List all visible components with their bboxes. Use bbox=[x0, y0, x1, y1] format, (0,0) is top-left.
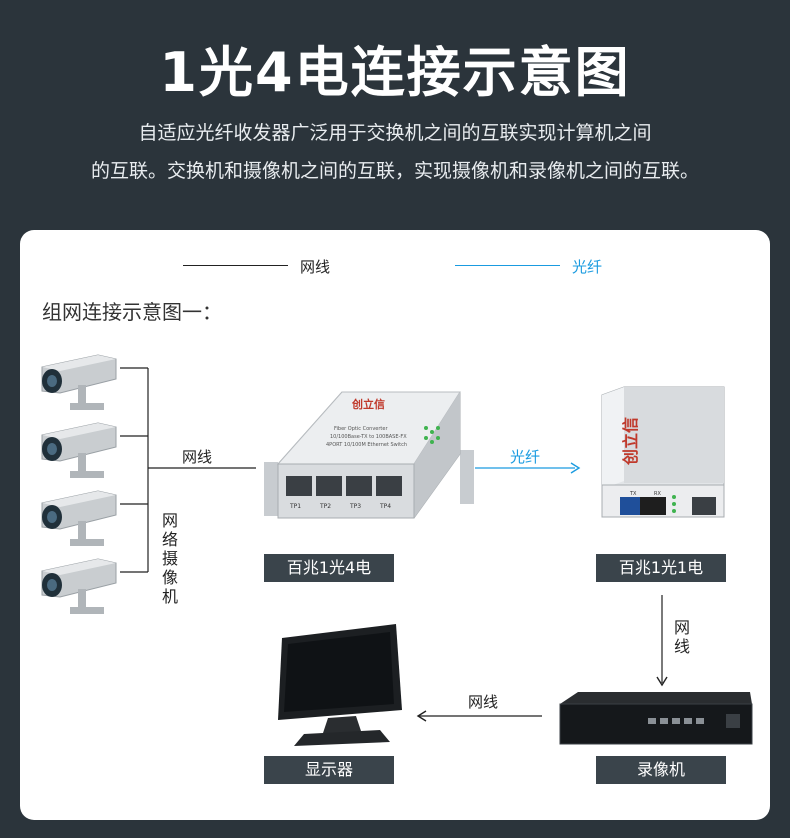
legend-network-label: 网线 bbox=[300, 258, 331, 276]
description-line-1: 自适应光纤收发器广泛用于交换机之间的互联实现计算机之间 bbox=[138, 122, 652, 144]
switch-model-text-2: 10/100Base-TX to 100BASE-FX bbox=[330, 434, 407, 440]
port-tp2: TP2 bbox=[319, 503, 331, 510]
cable-converter-nvr-text: 网线 bbox=[673, 618, 690, 656]
camera-label-text: 网络摄像机 bbox=[161, 511, 178, 606]
fiber-link-arrow bbox=[475, 462, 581, 474]
converter-port-tx: TX bbox=[629, 491, 637, 497]
monitor-image bbox=[278, 624, 402, 746]
cable-cam-switch-label: 网线 bbox=[182, 448, 213, 466]
port-tp4: TP4 bbox=[379, 503, 391, 510]
fiber-link-label: 光纤 bbox=[510, 448, 541, 466]
switch-brand-text: 创立信 bbox=[351, 397, 385, 411]
converter-label: 百兆1光1电 bbox=[596, 554, 726, 582]
cable-nvr-monitor-label: 网线 bbox=[468, 693, 499, 711]
camera-icon bbox=[41, 490, 117, 546]
switch-model-text-3: 4PORT 10/100M Ethernet Switch bbox=[326, 442, 407, 448]
switch-label: 百兆1光4电 bbox=[264, 554, 394, 582]
page-title: 1光4电连接示意图 bbox=[159, 41, 631, 104]
camera-label: 网络摄像机 bbox=[160, 511, 180, 606]
monitor-label: 显示器 bbox=[264, 756, 394, 784]
cable-converter-nvr-label: 网线 bbox=[672, 618, 692, 656]
legend-fiber-label: 光纤 bbox=[572, 258, 603, 276]
diagram-subtitle: 组网连接示意图一： bbox=[42, 300, 222, 324]
camera-icon bbox=[41, 422, 117, 478]
cable-nvr-to-monitor bbox=[416, 710, 542, 722]
cable-converter-to-nvr bbox=[656, 595, 668, 687]
camera-icon bbox=[41, 558, 117, 614]
switch-model-text-1: Fiber Optic Converter bbox=[334, 426, 388, 432]
converter-device-image: 创立信 TX RX bbox=[601, 386, 725, 518]
diagram-panel: 网线 光纤 组网连接示意图一： bbox=[20, 230, 770, 820]
nvr-label: 录像机 bbox=[596, 756, 726, 784]
camera-bracket-lines bbox=[120, 367, 149, 573]
description-line-2: 的互联。交换机和摄像机之间的互联，实现摄像机和录像机之间的互联。 bbox=[90, 160, 699, 182]
port-tp1: TP1 bbox=[289, 503, 301, 510]
converter-port-rx: RX bbox=[654, 491, 661, 497]
camera-icon bbox=[41, 354, 117, 410]
legend-network-line bbox=[183, 265, 288, 266]
converter-brand-text: 创立信 bbox=[621, 417, 640, 466]
nvr-device-image bbox=[559, 692, 753, 745]
camera-group bbox=[41, 354, 117, 614]
switch-device-image: 创立信 Fiber Optic Converter 10/100Base-TX … bbox=[264, 391, 474, 519]
port-tp3: TP3 bbox=[349, 503, 361, 510]
cable-cam-to-switch bbox=[148, 467, 256, 469]
legend-fiber-line bbox=[455, 265, 560, 266]
